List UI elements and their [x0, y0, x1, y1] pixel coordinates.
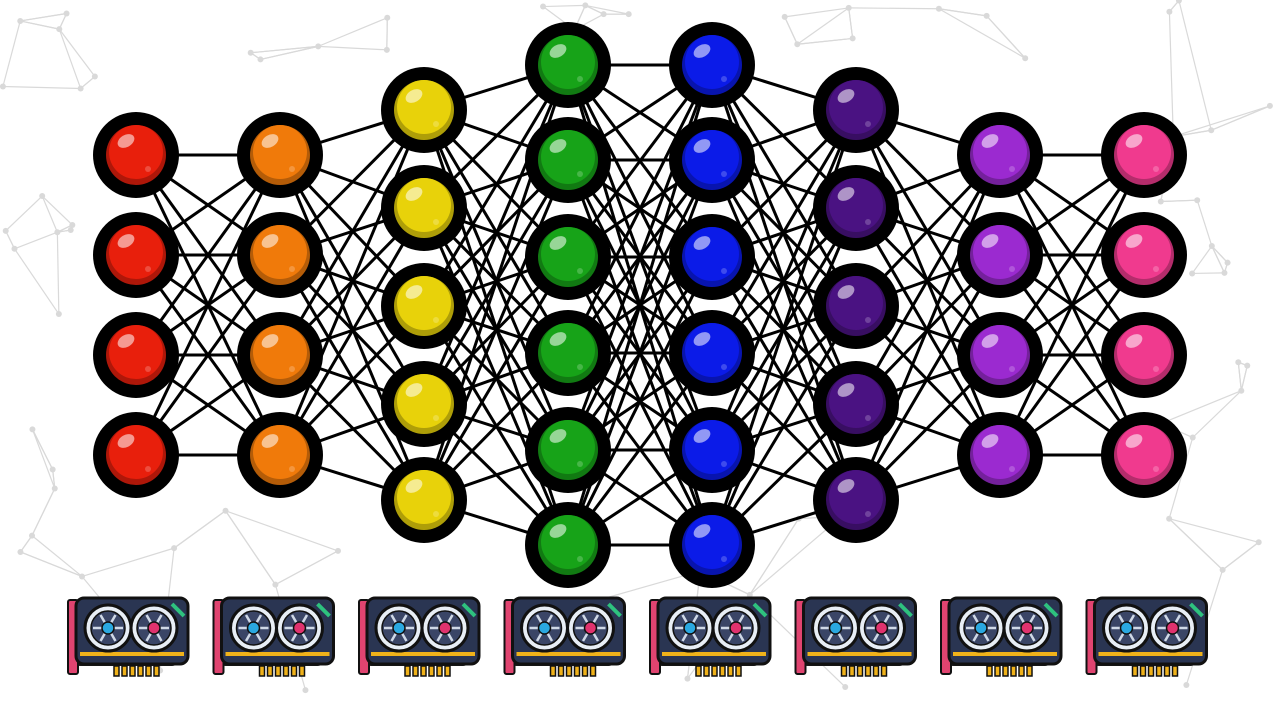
- layer-1: [93, 112, 179, 498]
- neuron-node: [669, 310, 755, 396]
- layer-5: [669, 22, 755, 588]
- neuron-node: [381, 165, 467, 251]
- connection-line: [710, 305, 858, 546]
- graphics-card-icon: [649, 596, 772, 677]
- graphics-card-icon: [67, 596, 190, 677]
- connection-line: [422, 64, 570, 307]
- neuron-node: [957, 312, 1043, 398]
- neuron-node: [813, 67, 899, 153]
- connection-line: [278, 207, 426, 456]
- connection-line: [278, 254, 426, 501]
- neuron-node: [93, 112, 179, 198]
- graphics-card-icon: [212, 596, 335, 677]
- graphics-card-icon: [794, 596, 917, 677]
- neuron-node: [957, 412, 1043, 498]
- neuron-node: [957, 112, 1043, 198]
- connection-line: [566, 256, 714, 546]
- graphics-card-icon: [1085, 596, 1208, 677]
- connection-line: [422, 159, 570, 501]
- neuron-node: [813, 165, 899, 251]
- neuron-node: [1101, 112, 1187, 198]
- connection-line: [422, 64, 570, 405]
- connection-line: [710, 109, 858, 354]
- connection-line: [566, 64, 714, 354]
- connection-line: [854, 154, 1002, 501]
- neuron-node: [93, 312, 179, 398]
- connection-line: [278, 109, 426, 356]
- layer-8: [1101, 112, 1187, 498]
- neuron-node: [237, 212, 323, 298]
- graphics-card-icon: [358, 596, 481, 677]
- layer-7: [957, 112, 1043, 498]
- connection-line: [278, 109, 426, 456]
- neuron-node: [813, 263, 899, 349]
- neuron-node: [525, 502, 611, 588]
- neuron-node: [93, 412, 179, 498]
- layer-2: [237, 112, 323, 498]
- neuron-node: [525, 117, 611, 203]
- neuron-node: [669, 407, 755, 493]
- connection-line: [134, 154, 282, 456]
- neuron-node: [381, 457, 467, 543]
- layer-4: [525, 22, 611, 588]
- neuron-node: [813, 361, 899, 447]
- neuron-node: [1101, 412, 1187, 498]
- neuron-node: [525, 407, 611, 493]
- neuron-node: [525, 310, 611, 396]
- neuron-node: [381, 67, 467, 153]
- neuron-node: [669, 22, 755, 108]
- neuron-node: [669, 117, 755, 203]
- layer-3: [381, 67, 467, 543]
- connection-line: [854, 154, 1002, 405]
- neuron-node: [957, 212, 1043, 298]
- neuron-node: [237, 412, 323, 498]
- connection-line: [422, 256, 570, 501]
- layer-6: [813, 67, 899, 543]
- graphics-card-icon: [940, 596, 1063, 677]
- neuron-node: [1101, 312, 1187, 398]
- connection-line: [998, 154, 1146, 456]
- neuron-node: [237, 312, 323, 398]
- connection-line: [854, 254, 1002, 501]
- graphics-card-icon: [503, 596, 626, 677]
- neuron-node: [237, 112, 323, 198]
- connection-line: [710, 207, 858, 546]
- neuron-node: [93, 212, 179, 298]
- neuron-node: [1101, 212, 1187, 298]
- neuron-node: [381, 263, 467, 349]
- neuron-node: [525, 214, 611, 300]
- neuron-node: [381, 361, 467, 447]
- neurons: [93, 22, 1187, 588]
- neuron-node: [669, 214, 755, 300]
- neuron-node: [813, 457, 899, 543]
- neuron-node: [525, 22, 611, 108]
- connection-line: [710, 109, 858, 451]
- neuron-node: [669, 502, 755, 588]
